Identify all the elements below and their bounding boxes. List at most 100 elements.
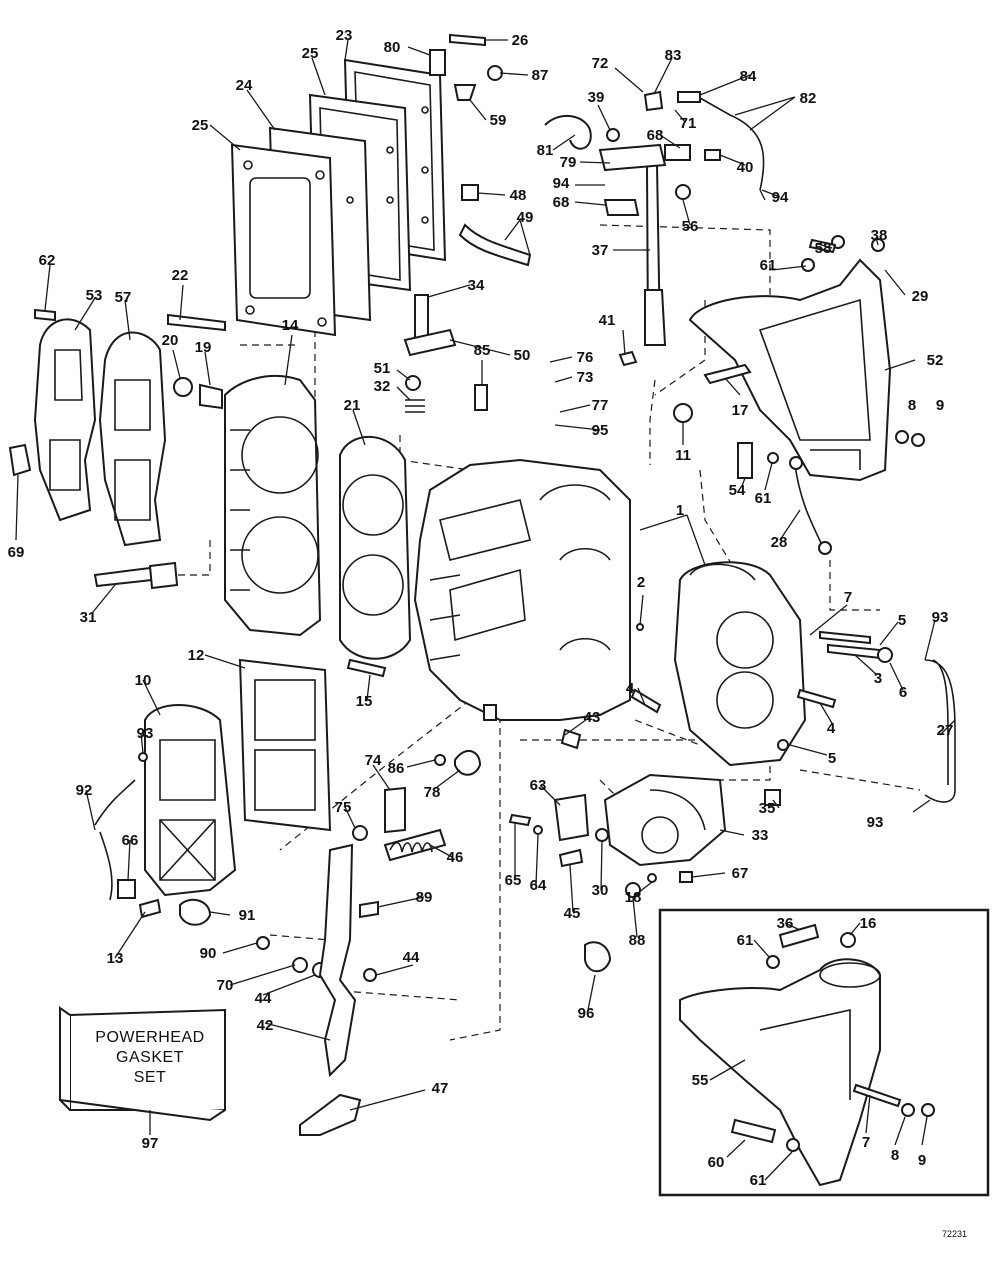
callout-2: 2: [637, 574, 645, 591]
callout-68: 68: [553, 194, 570, 211]
callout-35: 35: [759, 800, 776, 817]
cam-follower-assembly: [403, 294, 488, 413]
callout-55: 55: [692, 1072, 709, 1089]
callout-86: 86: [388, 760, 405, 777]
callout-4-right: 4: [827, 720, 836, 737]
callout-24: 24: [236, 77, 253, 94]
powerhead-gasket-set-box: POWERHEAD GASKET SET: [59, 1006, 226, 1122]
callout-7-inset: 7: [862, 1134, 870, 1151]
callout-18: 18: [625, 889, 642, 906]
top-hardware: [429, 33, 532, 267]
callout-32: 32: [374, 378, 391, 395]
callout-5: 5: [828, 750, 836, 767]
callout-44-right: 44: [403, 949, 420, 966]
inset-frame: [658, 908, 990, 1197]
callout-17: 17: [732, 402, 749, 419]
rubber-grommet: [299, 1093, 362, 1136]
callout-7-mid: 7: [844, 589, 852, 606]
callout-79: 79: [560, 154, 577, 171]
callout-59: 59: [490, 112, 507, 129]
callout-52: 52: [927, 352, 944, 369]
intake-gasket: [238, 658, 332, 832]
crankcase-block: [413, 458, 631, 721]
callout-22: 22: [172, 267, 189, 284]
callout-74: 74: [365, 752, 382, 769]
callout-48: 48: [510, 187, 527, 204]
callout-38: 38: [871, 227, 888, 244]
callout-93-left: 93: [137, 725, 154, 742]
throttle-cam-arm: [318, 704, 582, 1078]
callout-40: 40: [737, 159, 754, 176]
callout-78: 78: [424, 784, 441, 801]
callout-9-top: 9: [936, 397, 944, 414]
callout-30: 30: [592, 882, 609, 899]
callout-85: 85: [474, 342, 491, 359]
reference-number: 72231: [942, 1229, 967, 1239]
leader-lines: [15, 39, 956, 1181]
callout-11: 11: [675, 447, 691, 464]
callout-23: 23: [336, 27, 353, 44]
callout-60: 60: [708, 1154, 725, 1171]
left-cover-plates: [8, 308, 167, 547]
callout-1: 1: [676, 502, 684, 519]
callout-51: 51: [374, 360, 391, 377]
callout-71: 71: [680, 115, 697, 132]
throttle-linkage: [544, 90, 765, 367]
callout-62: 62: [39, 252, 56, 269]
callout-63: 63: [530, 777, 547, 794]
callout-58: 58: [815, 240, 832, 257]
crankcase-fasteners: [630, 623, 893, 806]
swivel-bracket: [679, 923, 935, 1187]
callout-84: 84: [740, 68, 757, 85]
callout-89: 89: [416, 889, 433, 906]
callout-91: 91: [239, 907, 256, 924]
callout-26: 26: [512, 32, 529, 49]
callout-29: 29: [912, 288, 929, 305]
callout-81: 81: [537, 142, 554, 159]
callout-49: 49: [517, 209, 534, 226]
callout-36: 36: [777, 915, 794, 932]
callout-47: 47: [432, 1080, 449, 1097]
bolt-22-washer-20-plug-19: [167, 313, 226, 410]
callout-83: 83: [665, 47, 682, 64]
callout-8-top: 8: [908, 397, 916, 414]
intake-manifold: [144, 704, 237, 897]
ground-wire: [737, 442, 832, 555]
callout-96: 96: [578, 1005, 595, 1022]
callout-73: 73: [577, 369, 594, 386]
callout-46: 46: [447, 849, 464, 866]
callout-65: 65: [505, 872, 522, 889]
callout-45: 45: [564, 905, 581, 922]
spark-plug: [93, 561, 179, 590]
callout-69: 69: [8, 544, 25, 561]
callout-67: 67: [732, 865, 749, 882]
callout-28: 28: [771, 534, 788, 551]
callout-13: 13: [107, 950, 124, 967]
callout-20: 20: [162, 332, 179, 349]
callout-66: 66: [122, 832, 139, 849]
callout-75: 75: [335, 799, 352, 816]
callout-61-bottom: 61: [750, 1172, 767, 1189]
bleed-hose: [924, 659, 956, 803]
callout-77: 77: [592, 397, 609, 414]
callout-61-inset: 61: [737, 932, 754, 949]
callout-9-inset: 9: [918, 1152, 926, 1169]
callout-15: 15: [356, 693, 373, 710]
callout-76: 76: [577, 349, 594, 366]
callout-90: 90: [200, 945, 217, 962]
gasket-box-line1: POWERHEAD: [95, 1029, 204, 1046]
exhaust-cover-gaskets: [230, 58, 447, 337]
support-bracket: [508, 773, 727, 973]
callout-61-mid: 61: [755, 490, 772, 507]
callout-64: 64: [530, 877, 547, 894]
callout-68-top: 68: [647, 127, 664, 144]
callout-6: 6: [899, 684, 907, 701]
callout-5-top: 5: [898, 612, 906, 629]
callout-95: 95: [592, 422, 609, 439]
callout-14: 14: [282, 317, 299, 334]
callout-70: 70: [217, 977, 234, 994]
cylinder-head: [224, 374, 322, 637]
callout-57: 57: [115, 289, 132, 306]
callout-82: 82: [800, 90, 817, 107]
callout-25-top: 25: [302, 45, 319, 62]
